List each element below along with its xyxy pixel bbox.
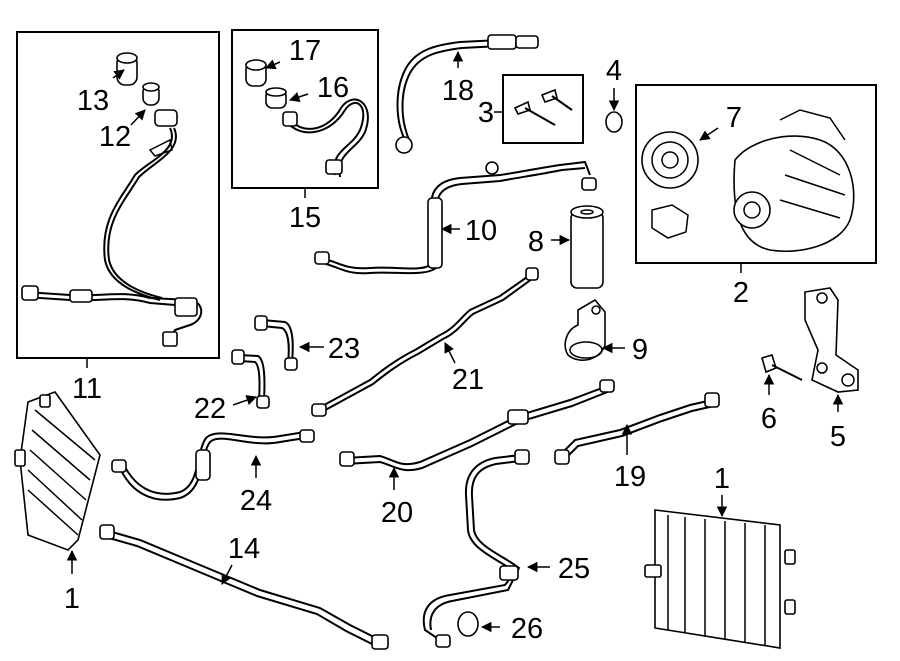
callout-17: 17 bbox=[289, 35, 321, 67]
part-18-hose bbox=[395, 34, 539, 154]
callout-20: 20 bbox=[381, 497, 413, 529]
callout-11: 11 bbox=[72, 373, 102, 405]
group-box-2 bbox=[635, 84, 877, 264]
callout-6: 6 bbox=[761, 403, 777, 435]
callout-25: 25 bbox=[558, 553, 590, 585]
part-24-hose bbox=[111, 429, 315, 501]
callout-12: 12 bbox=[99, 121, 131, 153]
part-12-oring bbox=[142, 82, 160, 106]
part-13-cap bbox=[116, 52, 138, 86]
callout-15: 15 bbox=[289, 202, 321, 234]
callout-2: 2 bbox=[733, 277, 749, 309]
callout-22: 22 bbox=[194, 393, 226, 425]
callout-10: 10 bbox=[465, 215, 497, 247]
callout-23: 23 bbox=[328, 333, 360, 365]
part-3-bolts bbox=[513, 88, 573, 126]
group-box-11 bbox=[16, 31, 220, 359]
callout-19: 19 bbox=[614, 461, 646, 493]
callout-5: 5 bbox=[830, 421, 846, 453]
callout-7: 7 bbox=[726, 102, 742, 134]
part-4-oring bbox=[605, 111, 623, 133]
callout-4: 4 bbox=[606, 55, 622, 87]
callout-8: 8 bbox=[528, 226, 544, 258]
callout-24: 24 bbox=[240, 485, 272, 517]
callout-1-left: 1 bbox=[64, 583, 80, 615]
part-22-hose bbox=[231, 349, 270, 409]
callout-18: 18 bbox=[442, 75, 474, 107]
part-10-tube bbox=[314, 160, 597, 275]
part-11-hose-assembly bbox=[21, 109, 203, 347]
callout-21: 21 bbox=[452, 364, 484, 396]
part-25-hose bbox=[422, 449, 530, 648]
callout-9: 9 bbox=[632, 334, 648, 366]
callout-3: 3 bbox=[478, 97, 494, 129]
group-box-3 bbox=[502, 74, 584, 144]
part-1-condenser-right bbox=[644, 509, 796, 649]
callout-1-right: 1 bbox=[714, 463, 730, 495]
callout-26: 26 bbox=[511, 613, 543, 645]
part-21-tube bbox=[311, 267, 539, 417]
part-2-compressor bbox=[641, 109, 855, 252]
part-26-oring bbox=[457, 611, 479, 637]
callout-14: 14 bbox=[228, 533, 260, 565]
part-1-condenser-left bbox=[14, 391, 101, 551]
part-5-bracket bbox=[804, 287, 859, 393]
part-14-hose bbox=[99, 524, 389, 650]
part-19-tube bbox=[554, 392, 720, 465]
part-9-bracket bbox=[564, 298, 606, 361]
callout-arrows bbox=[66, 50, 844, 633]
part-6-bolt bbox=[761, 354, 803, 381]
callout-13: 13 bbox=[77, 85, 109, 117]
callout-16: 16 bbox=[317, 72, 349, 104]
part-8-receiver-drier bbox=[570, 205, 604, 289]
part-23-hose bbox=[254, 315, 298, 371]
part-20-tube bbox=[339, 379, 615, 472]
part-16-cap bbox=[265, 87, 287, 109]
part-15-hose bbox=[282, 98, 369, 178]
part-17-cap bbox=[245, 59, 267, 87]
